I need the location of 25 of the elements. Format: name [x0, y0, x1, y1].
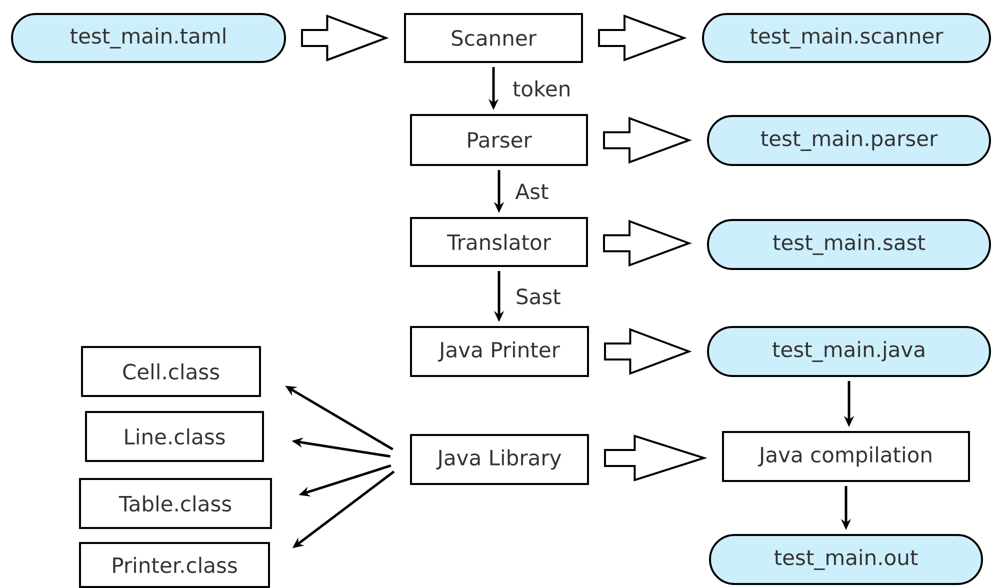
- file-pill: test_main.sast: [707, 219, 991, 270]
- process-box: Parser: [410, 114, 588, 166]
- process-box: Line.class: [85, 411, 264, 462]
- file-pill: test_main.parser: [707, 115, 991, 166]
- process-box: Java Library: [410, 434, 589, 485]
- block-arrow: [598, 14, 687, 62]
- edge-label: Ast: [513, 182, 551, 202]
- file-pill: test_main.out: [709, 534, 983, 585]
- process-box: Cell.class: [81, 346, 261, 397]
- edge-label: Sast: [513, 286, 563, 306]
- file-pill: test_main.scanner: [702, 13, 991, 63]
- block-arrow: [603, 220, 692, 267]
- process-box: Java Printer: [410, 326, 589, 377]
- process-box: Java compilation: [722, 431, 970, 482]
- block-arrow: [604, 434, 708, 482]
- process-box: Translator: [410, 217, 588, 267]
- file-pill: test_main.taml: [11, 13, 286, 63]
- process-box: Table.class: [79, 478, 272, 529]
- block-arrow: [301, 14, 389, 62]
- process-box: Scanner: [404, 13, 583, 63]
- block-arrow: [603, 116, 692, 164]
- process-box: Printer.class: [79, 542, 270, 588]
- edge-label: token: [510, 78, 574, 99]
- file-pill: test_main.java: [707, 326, 991, 377]
- block-arrow: [604, 328, 692, 375]
